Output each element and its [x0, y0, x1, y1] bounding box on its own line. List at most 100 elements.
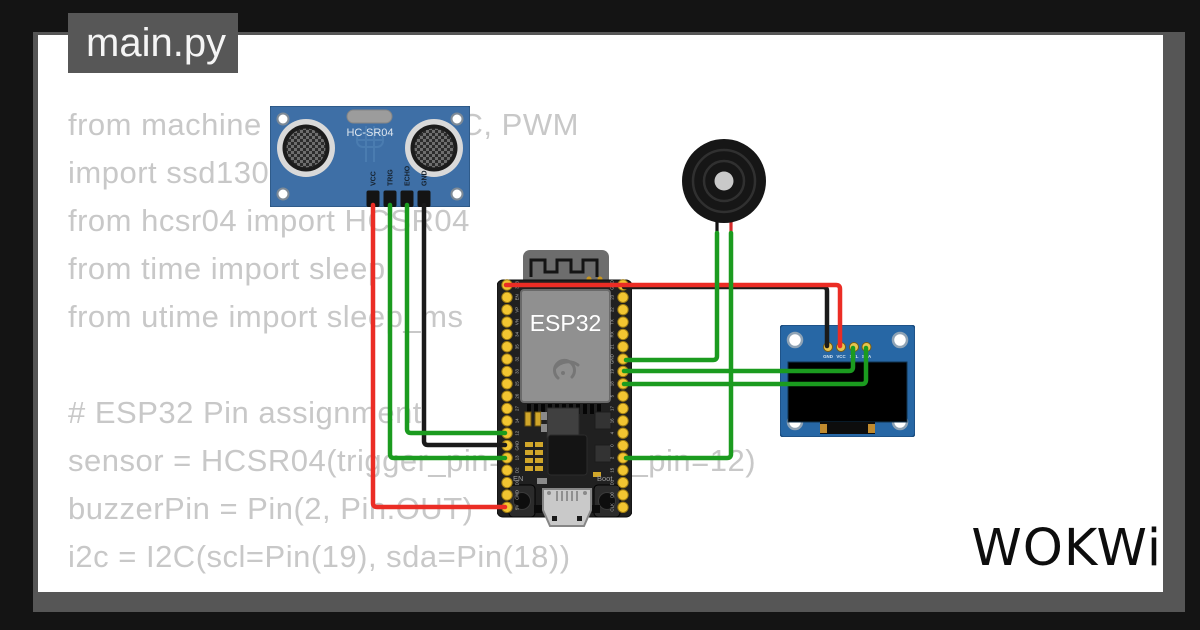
esp32-pin-label: 5V [515, 505, 520, 510]
esp32-pin-left-en[interactable] [501, 291, 513, 304]
oled-pin-label: VCC [836, 354, 846, 359]
hcsr04-pin-gnd[interactable] [417, 190, 431, 208]
esp32-pin-right-19[interactable] [617, 365, 629, 378]
esp32-pin-left-27[interactable] [501, 402, 513, 415]
esp32-en-button[interactable]: EN [508, 474, 536, 518]
esp32-pin-label: 2 [610, 456, 615, 459]
esp32-pin-right-17[interactable] [617, 402, 629, 415]
boot-button-label: Boot [597, 474, 613, 483]
esp32-pin-right-gnd[interactable] [617, 279, 629, 291]
esp32-pin-left-12[interactable] [501, 427, 513, 439]
esp32-pin-right-16[interactable] [617, 415, 629, 427]
esp32-pin-label: 27 [515, 406, 520, 411]
esp32-pin-label: 15 [610, 467, 615, 472]
esp32-pin-right-2[interactable] [617, 452, 629, 464]
esp32-pin-left-32[interactable] [501, 353, 513, 365]
esp32-pin-label: 32 [515, 356, 520, 361]
hcsr04-label: HC-SR04 [346, 127, 393, 139]
esp32-pin-label: 22 [610, 307, 615, 312]
esp32-pin-left-33[interactable] [501, 365, 513, 378]
buzzer[interactable] [680, 137, 768, 250]
esp32-pin-left-d3[interactable] [501, 476, 513, 489]
esp32-pin-label: 5 [610, 394, 615, 397]
esp32-pin-left-25[interactable] [501, 378, 513, 390]
esp32-pin-left-35[interactable] [501, 341, 513, 353]
hcsr04-pin-echo[interactable] [400, 190, 414, 208]
hcsr04-pin-label: VCC [371, 171, 378, 186]
code-line [68, 341, 756, 389]
wokwi-logo: WOKWi [966, 518, 1162, 580]
hcsr04-mounting-holes [276, 112, 464, 201]
esp32-pin-left-34[interactable] [501, 328, 513, 341]
esp32-pin-label: GND [610, 280, 615, 290]
esp32-pin-label: D0 [610, 492, 615, 498]
esp32-pin-label: GND [515, 441, 520, 451]
hcsr04-pin-label: ECHO [405, 165, 412, 186]
esp32-pin-label: VN [515, 319, 520, 325]
esp32-pin-label: 14 [515, 418, 520, 423]
esp32-pin-label: 33 [515, 368, 520, 373]
esp32-pin-right-d0[interactable] [617, 489, 629, 501]
esp32-pin-left-cmd[interactable] [501, 489, 513, 501]
esp32-pin-left-14[interactable] [501, 415, 513, 427]
esp32-pin-label: 18 [610, 381, 615, 386]
esp32-pin-right-clk[interactable] [617, 501, 629, 513]
buzzer-leg-black [715, 221, 719, 243]
code-line: buzzerPin = Pin(2, Pin.OUT) [68, 491, 474, 526]
esp32-pin-left-d2[interactable] [501, 464, 513, 476]
esp32-pin-label: VP [515, 307, 520, 313]
esp32-pin-right-23[interactable] [617, 291, 629, 304]
buzzer-leg-red [729, 221, 733, 243]
esp32-pin-left-5v[interactable] [501, 501, 513, 513]
esp32-pin-left-vp[interactable] [501, 304, 513, 316]
oled-pin-label: GND [823, 354, 833, 359]
oled-pin-vcc[interactable] [836, 342, 846, 352]
hcsr04-pin-trig[interactable] [383, 190, 397, 208]
esp32-pin-right-22[interactable] [617, 304, 629, 316]
esp32-pin-right-tx[interactable] [617, 316, 629, 328]
esp32-pin-right-15[interactable] [617, 464, 629, 476]
esp32-pin-label: GND [610, 354, 615, 364]
esp32-pin-right-0[interactable] [617, 439, 629, 452]
esp32-pin-right-18[interactable] [617, 378, 629, 390]
code-line: sensor = HCSR04(trigger_pin=13, echo_pin… [68, 443, 757, 478]
oled-pin-gnd[interactable] [823, 342, 833, 352]
esp32-pin-left-3v3[interactable] [501, 279, 513, 291]
esp32-pin-left-26[interactable] [501, 390, 513, 402]
esp32-pin-label: 19 [610, 368, 615, 373]
esp32-pin-label: D1 [610, 479, 615, 485]
esp32-pin-label: 16 [610, 418, 615, 423]
buzzer-hole [714, 171, 734, 191]
hcsr04-pin-vcc[interactable] [366, 190, 380, 208]
esp32-pin-right-d1[interactable] [617, 476, 629, 489]
esp32-pin-label: 26 [515, 393, 520, 398]
esp32-pin-label: D3 [515, 479, 520, 485]
esp32-pin-left-13[interactable] [501, 452, 513, 464]
oled-screen [787, 361, 908, 423]
esp32-pin-right-21[interactable] [617, 341, 629, 353]
esp32-pin-label: D2 [515, 467, 520, 473]
esp32-pin-label: 17 [610, 406, 615, 411]
esp32-pin-label: 25 [515, 381, 520, 386]
esp32-pin-label: 3V3 [515, 281, 520, 289]
esp32-pin-right-rx[interactable] [617, 328, 629, 341]
esp32-pin-left-gnd[interactable] [501, 439, 513, 452]
esp32-pin-label: 4 [610, 431, 615, 434]
esp32-pin-left-vn[interactable] [501, 316, 513, 328]
hcsr04-crystal [346, 109, 393, 124]
esp32-pin-right-gnd[interactable] [617, 353, 629, 365]
buzzer-body [682, 139, 766, 223]
tab-main-py[interactable]: main.py [68, 13, 238, 73]
oled-pin-scl[interactable] [849, 342, 859, 352]
esp32-pin-right-4[interactable] [617, 427, 629, 439]
esp32-pin-right-5[interactable] [617, 390, 629, 402]
hcsr04-pin-label: TRIG [388, 169, 395, 186]
oled-pin-sda[interactable] [861, 342, 872, 352]
code-line: import ssd1306 [68, 155, 287, 190]
esp32-boot-button[interactable]: Boot [593, 474, 621, 518]
esp32-pin-label: 21 [610, 344, 615, 349]
esp32-board[interactable]: ESP32 [496, 250, 633, 533]
wokwi-logo-text: WOKWi [971, 519, 1162, 578]
